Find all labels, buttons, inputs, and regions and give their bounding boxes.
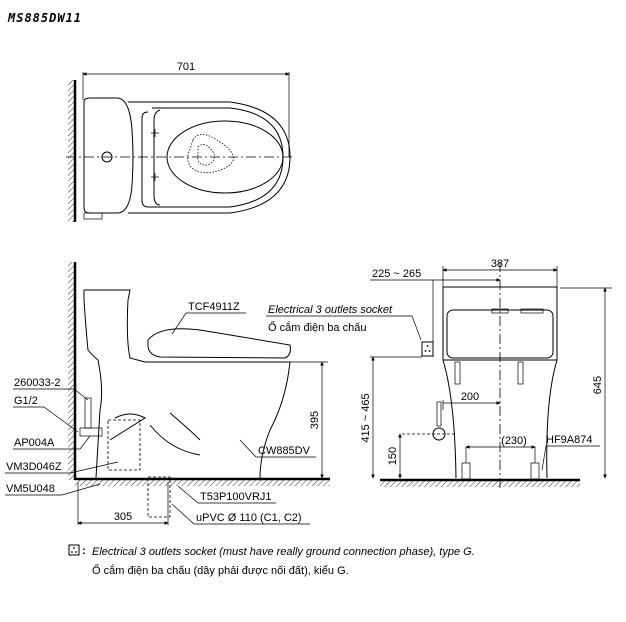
dim-supply-height-150: 150 — [387, 447, 399, 465]
socket-label-en: Electrical 3 outlets socket — [268, 304, 393, 316]
dim-width-387: 387 — [491, 258, 509, 270]
label-t53p100vrj1: T53P100VRJ1 — [200, 491, 272, 503]
socket-callout: Electrical 3 outlets socket Ổ cắm điện b… — [266, 304, 422, 341]
dim-width-701: 701 — [177, 61, 195, 73]
footnote-en: Electrical 3 outlets socket (must have r… — [92, 546, 475, 558]
label-upvc-pipe: uPVC Ø 110 (C1, C2) — [196, 512, 302, 524]
dim-bolt-spacing-230: (230) — [501, 435, 527, 447]
top-view: 701 — [66, 61, 295, 222]
label-cw885dv: CW885DV — [258, 445, 311, 457]
front-view: 387 225 ~ 265 645 415 ~ 465 150 200 (230… — [360, 258, 612, 488]
label-vm5u048: VM5U048 — [6, 483, 55, 495]
dim-rough-in-305: 305 — [114, 511, 132, 523]
label-g1-2: G1/2 — [14, 395, 38, 407]
socket-icon — [68, 544, 80, 556]
socket-icon — [421, 341, 434, 357]
side-view: 305 395 TCF4911Z 260033-2 G1/2 AP004A VM… — [5, 262, 330, 525]
footnote: : Electrical 3 outlets socket (must have… — [68, 544, 475, 577]
label-vm3d046z: VM3D046Z — [6, 461, 62, 473]
label-ap004a: AP004A — [14, 437, 55, 449]
socket-label-vi: Ổ cắm điện ba chấu — [268, 321, 366, 334]
label-tcf4911z: TCF4911Z — [188, 301, 240, 313]
footnote-vi: Ổ cắm điện ba chấu (dây phải được nối đấ… — [92, 564, 349, 577]
dim-supply-offset-200: 200 — [461, 391, 479, 403]
dim-socket-offset: 225 ~ 265 — [372, 268, 421, 280]
label-hf9a874: HF9A874 — [546, 434, 592, 446]
dim-height-645: 645 — [592, 376, 604, 394]
dim-socket-height: 415 ~ 465 — [360, 393, 372, 442]
svg-text::: : — [82, 545, 86, 557]
model-title: MS885DW11 — [7, 11, 82, 25]
dim-height-395: 395 — [309, 411, 321, 429]
label-260033-2: 260033-2 — [14, 377, 61, 389]
